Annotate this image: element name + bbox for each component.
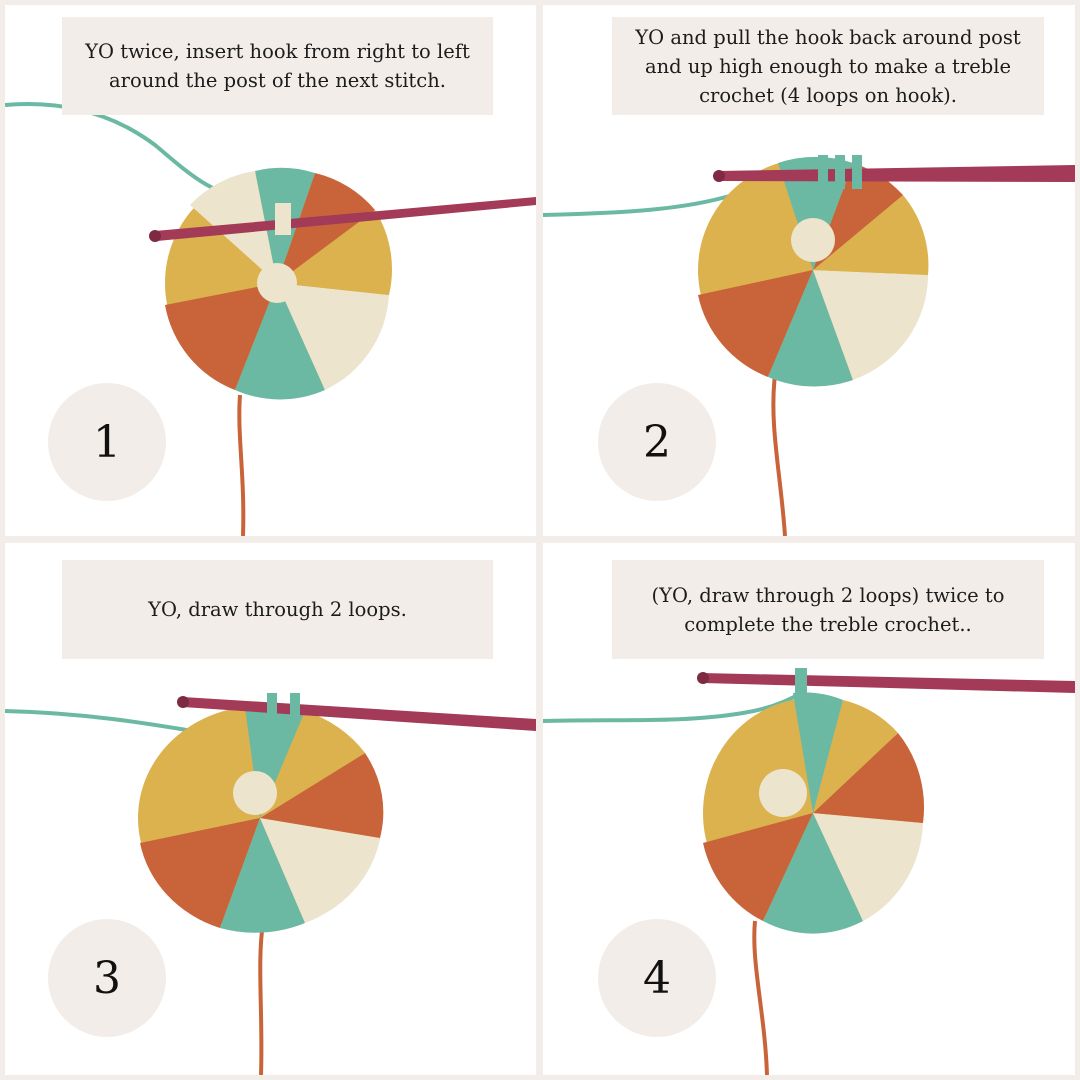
step-caption: (YO, draw through 2 loops) twice to comp… <box>612 560 1044 659</box>
step-number-badge: 4 <box>598 919 716 1037</box>
crochet-hook-icon <box>713 155 1075 189</box>
step-caption: YO, draw through 2 loops. <box>62 560 493 659</box>
step-caption: YO twice, insert hook from right to left… <box>62 17 493 115</box>
crochet-hook-icon <box>177 693 536 731</box>
step-caption: YO and pull the hook back around post an… <box>612 17 1044 115</box>
step-1-photo <box>5 102 536 536</box>
step-panel-1: YO twice, insert hook from right to left… <box>5 5 536 536</box>
step-number-badge: 3 <box>48 919 166 1037</box>
step-4-photo <box>543 668 1075 1075</box>
crochet-hook-icon <box>149 197 536 242</box>
step-3-photo <box>5 693 536 1075</box>
step-panel-3: YO, draw through 2 loops. 3 <box>5 543 536 1075</box>
step-number-badge: 1 <box>48 383 166 501</box>
yarn-swatch-icon <box>698 156 929 387</box>
yarn-swatch-icon <box>703 692 925 934</box>
yarn-swatch-icon <box>165 167 392 400</box>
step-2-photo <box>543 155 1075 536</box>
yarn-swatch-icon <box>138 705 384 933</box>
crochet-hook-icon <box>697 668 1075 708</box>
step-number-badge: 2 <box>598 383 716 501</box>
step-panel-4: (YO, draw through 2 loops) twice to comp… <box>543 543 1075 1075</box>
step-panel-2: YO and pull the hook back around post an… <box>543 5 1075 536</box>
